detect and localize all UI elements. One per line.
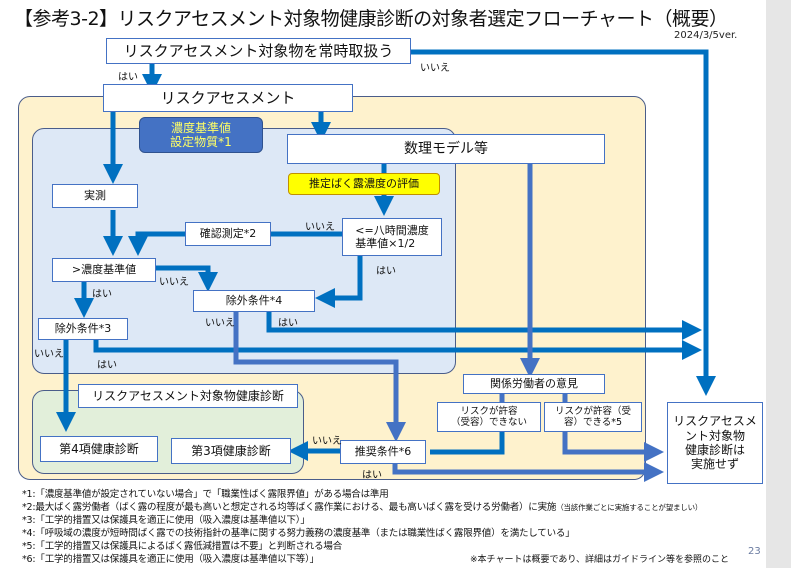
footnote-2-text: *2:最大ばく露労働者（ばく露の程度が最も高いと想定される均等ばく露作業における… [22,502,557,513]
hc4-box: 第4項健康診断 [40,436,158,462]
risk-not-ok-text: リスクが許容 （受容）できない [450,405,527,428]
conc-std-badge: 濃度基準値 設定物質*1 [139,117,263,153]
recommended-box: 推奨条件*6 [340,440,426,464]
exclusion3-text: 除外条件*3 [54,322,112,336]
footnote-4: *4:「呼吸域の濃度が短時間ばく露での技術指針の基準に関する努力義務の濃度基準（… [22,528,575,539]
exclusion4-text: 除外条件*4 [225,294,283,308]
label-ex3-yes: はい [97,360,117,371]
math-model-text: 数理モデル等 [404,140,488,157]
arrow-ex4-no-to-rec [233,312,406,442]
footnote-3: *3:「工学的措置又は保護具を適正に使用（吸入濃度は基準値以下）」 [22,515,310,526]
slide: 【参考3-2】リスクアセスメント対象物健康診断の対象者選定フローチャート（概要）… [0,0,766,568]
math-model-box: 数理モデル等 [287,134,605,164]
label-rec-no: いいえ [312,436,342,447]
label-gt-yes: はい [92,289,112,300]
worker-opinion-text: 関係労働者の意見 [490,377,578,391]
start-text: リスクアセスメント対象物を常時取扱う [123,42,394,60]
conc-std-text: 濃度基準値 設定物質*1 [170,120,232,149]
label-le-yes: はい [376,266,396,277]
actual-measure-box: 実測 [52,184,138,208]
page-title: 【参考3-2】リスクアセスメント対象物健康診断の対象者選定フローチャート（概要） [14,8,728,30]
footnote-5: *5:「工学的措置又は保護具によるばく露低減措置は不要」と判断される場合 [22,541,343,552]
risk-ok-text: リスクが許容（受 容）できる*5 [554,405,631,428]
flow-arrows [56,49,716,482]
le-half-box: <=八時間濃度 基準値×1/2 [342,218,442,256]
arrow-rec-yes-to-no-exam [392,462,664,482]
est-exposure-box: 推定ばく露濃度の評価 [288,173,440,195]
label-le-no: いいえ [305,222,335,233]
hc-group-text: リスクアセスメント対象物健康診断 [92,388,284,403]
est-exposure-text: 推定ばく露濃度の評価 [309,177,419,191]
arrow-ex3-yes-to-no-exam [93,340,702,360]
actual-measure-text: 実測 [84,189,106,203]
start-box: リスクアセスメント対象物を常時取扱う [106,38,411,64]
arrow-ok-to-no-exam [562,432,664,462]
arrow-start-to-no-exam [410,49,716,396]
label-start-no: いいえ [420,63,450,74]
le-half-text: <=八時間濃度 基準値×1/2 [355,223,429,250]
risk-assessment-text: リスクアセスメント [160,89,296,107]
arrow-ex4-yes-to-no-exam [266,312,702,340]
version-label: 2024/3/5ver. [674,30,738,41]
hc4-text: 第4項健康診断 [59,441,139,456]
no-exam-text: リスクアセスメ ント対象物 健康診断は 実施せず [673,414,757,472]
arrow-le-to-ex4 [315,256,363,308]
arrow-not-ok-to-rec [430,432,505,455]
footnote-2: *2:最大ばく露労働者（ばく露の程度が最も高いと想定される均等ばく露作業における… [22,499,702,513]
arrow-le-to-confirm [128,231,342,256]
gt-std-box: >濃度基準値 [52,258,156,282]
footnote-1: *1:「濃度基準値が設定されていない場合」で「職業性ばく露限界値」がある場合は準… [22,489,389,500]
disclaimer: ※本チャートは概要であり、詳細はガイドライン等を参照のこと [470,555,730,565]
label-gt-no: いいえ [159,277,189,288]
risk-ok-box: リスクが許容（受 容）できる*5 [544,402,642,432]
recommended-text: 推奨条件*6 [354,445,412,459]
label-start-yes: はい [118,72,138,83]
exclusion3-box: 除外条件*3 [38,318,128,340]
hc-group-label: リスクアセスメント対象物健康診断 [78,384,298,408]
hc3-box: 第3項健康診断 [171,438,291,464]
hc3-text: 第3項健康診断 [191,443,271,458]
label-ex3-no: いいえ [34,349,64,360]
confirm-measure-box: 確認測定*2 [185,222,271,246]
gt-std-text: >濃度基準値 [71,263,137,277]
page-number: 23 [748,546,761,557]
risk-not-ok-box: リスクが許容 （受容）できない [437,402,541,432]
no-exam-box: リスクアセスメ ント対象物 健康診断は 実施せず [667,402,763,484]
risk-assessment-box: リスクアセスメント [103,84,353,112]
worker-opinion-box: 関係労働者の意見 [463,374,605,394]
confirm-measure-text: 確認測定*2 [199,227,257,241]
footnote-2-sub: （当該作業ごとに実施することが望ましい） [556,503,703,512]
footnote-6: *6:「工学的措置又は保護具を適正に使用（吸入濃度は基準値以下等）」 [22,554,319,565]
exclusion4-box: 除外条件*4 [193,290,315,312]
label-ex4-yes: はい [278,318,298,329]
arrow-gt-to-ex4 [156,265,218,292]
label-rec-yes: はい [362,470,382,481]
label-ex4-no: いいえ [205,318,235,329]
